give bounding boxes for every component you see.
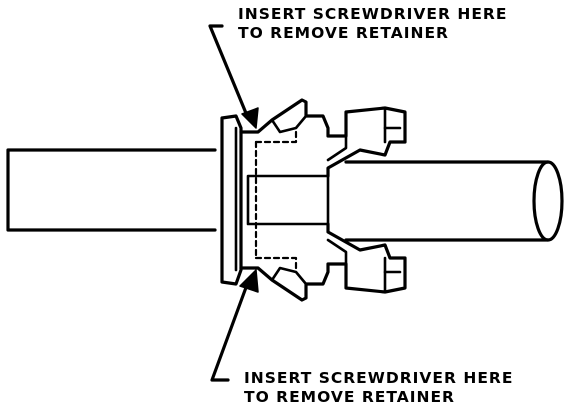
top-callout-line-1: INSERT SCREWDRIVER HERE	[238, 5, 508, 23]
flange-ring	[220, 114, 243, 286]
bottom-callout-arrow	[210, 269, 259, 382]
bottom-callout-line-2: TO REMOVE RETAINER	[244, 388, 455, 406]
bottom-callout-line-1: INSERT SCREWDRIVER HERE	[244, 369, 514, 387]
right-tube	[344, 160, 564, 242]
connector-body	[239, 98, 407, 302]
top-callout-arrow	[208, 24, 259, 129]
bottom-callout-text: INSERT SCREWDRIVER HERE TO REMOVE RETAIN…	[244, 369, 513, 407]
hidden-retainer-edges	[254, 128, 298, 272]
left-hose	[6, 148, 217, 232]
top-callout-text: INSERT SCREWDRIVER HERE TO REMOVE RETAIN…	[238, 5, 507, 43]
top-callout-line-2: TO REMOVE RETAINER	[238, 24, 449, 42]
